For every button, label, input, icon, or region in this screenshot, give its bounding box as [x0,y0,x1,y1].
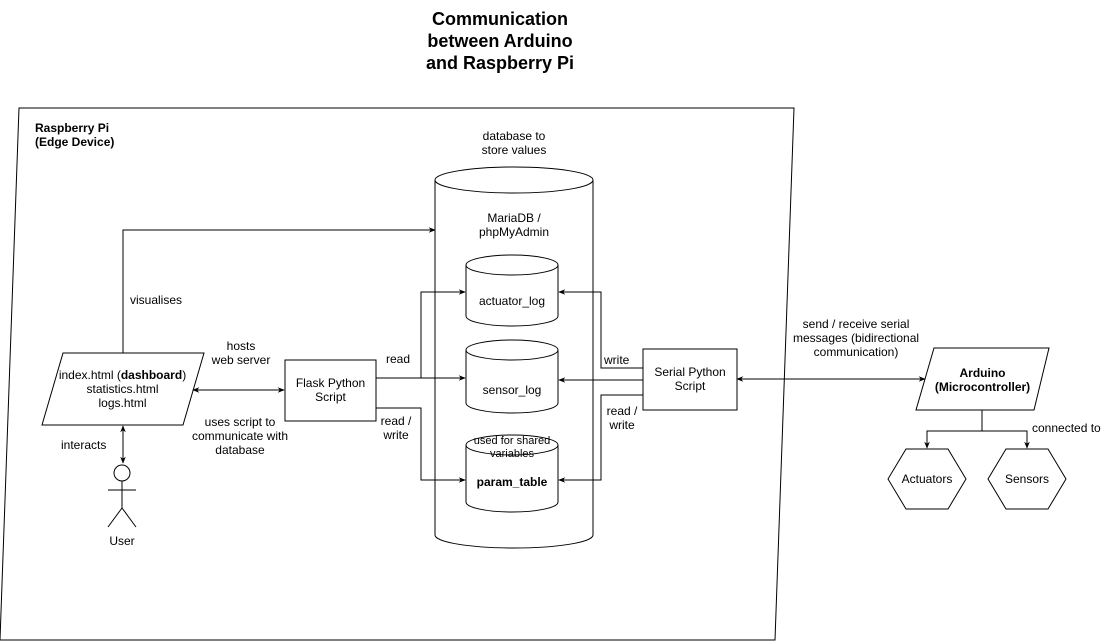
param-table-note: used for shared variables [473,435,551,460]
sensors-node [987,448,1067,510]
param-table-cylinder [465,434,559,513]
actuators-label: Actuators [901,472,953,486]
arduino-label: Arduino (Microcontroller) [934,366,1031,394]
edge-label-send-receive: send / receive serial messages (bidirect… [792,317,920,359]
database-caption: database to store values [481,129,547,157]
raspberry-pi-label: Raspberry Pi (Edge Device) [35,121,115,149]
flask-node [284,359,377,422]
pages-line3: logs.html [98,396,147,410]
pages-line1-suffix: ) [182,368,187,382]
user-actor-icon [107,464,137,528]
edge-arduino-sensors [982,430,1030,449]
user-label: User [109,534,135,548]
actuator-log-cylinder [465,254,559,327]
pages-line1-prefix: index.html ( [58,368,121,382]
edge-label-hosts: hosts web server [211,339,271,367]
pages-line1-bold: dashboard [120,368,183,382]
edge-label-read-write-serial: read / write [606,404,638,432]
edge-serial-actuator [558,289,643,369]
serial-label: Serial Python Script [654,365,726,393]
edge-label-read: read [386,352,411,366]
edge-label-visualises: visualises [130,293,183,307]
edge-label-write: write [604,353,630,367]
sensors-label: Sensors [1004,472,1050,486]
database-name: MariaDB / phpMyAdmin [478,211,550,239]
param-table-label: param_table [476,475,548,489]
diagram-title: Communication between Arduino and Raspbe… [425,9,575,73]
pages-line2: statistics.html [86,382,159,396]
actuators-node [887,448,967,510]
arduino-node [915,347,1050,411]
edge-label-interacts: interacts [61,438,107,452]
pages-node [41,352,205,426]
edge-label-read-write-flask: read / write [380,414,412,442]
sensor-log-label: sensor_log [482,383,542,397]
edge-flask-param [376,407,466,483]
raspberry-pi-container [0,107,795,641]
edge-visualises [122,227,436,353]
sensor-log-cylinder [465,339,559,414]
edge-serial-param [558,394,643,483]
actuator-log-label: actuator_log [478,294,546,308]
edge-label-uses-script: uses script to communicate with database [191,415,289,457]
edge-arduino-actuators [924,410,983,449]
pages-label: index.html (dashboard) statistics.html l… [50,368,195,410]
edge-label-connected-to: connected to [1032,421,1101,435]
flask-label: Flask Python Script [295,376,366,404]
